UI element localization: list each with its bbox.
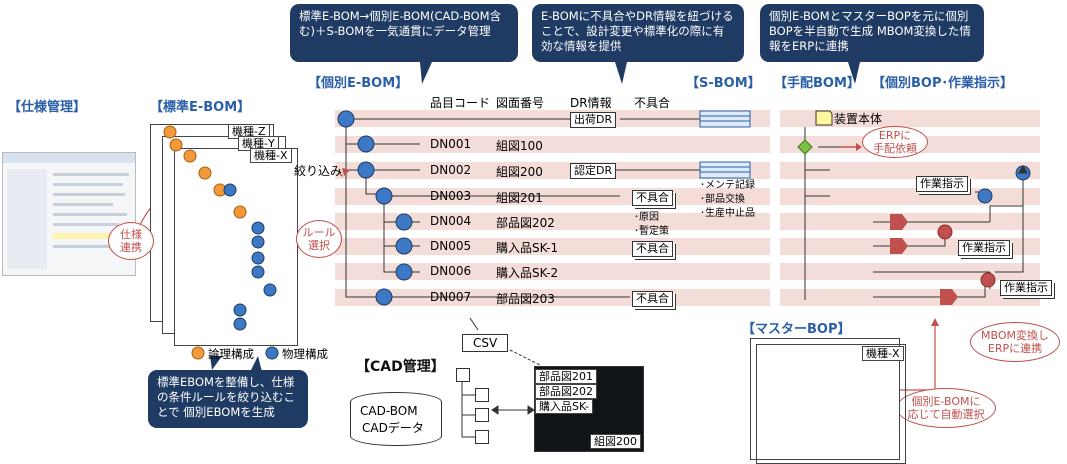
row-code-2: DN003	[430, 189, 472, 203]
csv-label: CSV	[462, 334, 509, 352]
legend-logical: 論理構成	[208, 347, 254, 361]
souchi-doc-icon	[815, 110, 833, 126]
cad-screen-item-0: 部品図201	[535, 369, 597, 384]
sbom-note-1: ･部品交換	[700, 194, 745, 205]
bop-nodes	[890, 165, 1031, 305]
tag-defect-2: 不具合	[632, 241, 673, 257]
bubble-rule-select: ルール 選択	[296, 220, 342, 258]
ebom-nodes	[337, 110, 413, 306]
row-drawing-5: 購入品SK-2	[496, 266, 559, 280]
callout-bom-management: 標準E-BOM→個別E-BOM(CAD-BOM含む)＋S-BOMを一気通貫にデー…	[290, 4, 518, 62]
cad-tree	[461, 382, 535, 438]
section-standard-ebom: 【標準E-BOM】	[150, 100, 251, 115]
header-dr-info: DR情報	[570, 96, 612, 110]
bubble-mbom-erp: MBOM変換し ERPに連携	[970, 322, 1060, 362]
tehai-lines	[804, 127, 990, 300]
tag-shipping-dr: 出荷DR	[570, 112, 617, 128]
bubble-erp-order: ERPに 手配依頼	[862, 126, 928, 158]
callout-bop-generation: 個別E-BOMとマスターBOPを元に個別BOPを半自動で生成 MBOM変換した情…	[760, 4, 984, 62]
card-label-x: 機種-X	[250, 148, 292, 163]
cad-cube-2	[475, 388, 489, 402]
row-code-3: DN004	[430, 214, 472, 228]
row-drawing-0: 組図100	[496, 139, 543, 153]
master-bop-card-label: 機種-X	[862, 346, 904, 361]
std-card-x	[174, 148, 298, 346]
cad-database	[350, 392, 442, 446]
tehai-diamond-icon	[797, 139, 813, 155]
tag-defect-3: 不具合	[632, 291, 673, 307]
row-drawing-2: 組図201	[496, 191, 543, 205]
bubble-spec-link: 仕様 連携	[108, 222, 154, 260]
header-drawing-no: 図面番号	[496, 96, 545, 110]
callout-std-ebom: 標準EBOMを整備し、仕様の条件ルールを絞り込むことで 個別EBOMを生成	[148, 370, 308, 428]
row-code-5: DN006	[430, 264, 472, 278]
cad-screen-item-1: 部品図202	[535, 384, 597, 399]
row-drawing-1: 組図200	[496, 165, 543, 179]
cad-screen: 部品図201 部品図202 購入品SK- 組図200	[534, 366, 644, 452]
tag-sagyo-3: 作業指示	[1000, 280, 1052, 296]
master-bop-card-front	[756, 344, 906, 464]
section-tehai-bom: 【手配BOM】	[774, 76, 860, 91]
cad-cube-3	[475, 408, 489, 422]
tag-defect-1: 不具合	[632, 190, 673, 206]
section-spec-management: 【仕様管理】	[8, 100, 87, 115]
section-sbom: 【S-BOM】	[686, 76, 761, 91]
header-item-code: 品目コード	[430, 96, 491, 110]
row-code-4: DN005	[430, 239, 472, 253]
label-souchi-honntai: 装置本体	[834, 112, 883, 126]
cad-cube-1	[456, 368, 470, 382]
spec-management-screenshot	[2, 152, 136, 276]
section-individual-ebom: 【個別E-BOM】	[308, 76, 409, 91]
sbom-note-2: ･生産中止品	[700, 208, 755, 219]
cad-db-label-2: CADデータ	[362, 421, 424, 435]
card-label-z: 機種-Z	[228, 124, 270, 139]
tag-cert-dr: 認定DR	[570, 163, 617, 179]
tag-sagyo-1: 作業指示	[916, 176, 968, 192]
row-code-0: DN001	[430, 137, 472, 151]
row-drawing-4: 購入品SK-1	[496, 241, 559, 255]
legend-physical: 物理構成	[282, 347, 328, 361]
label-shiborikomi: 絞り込み	[294, 164, 343, 178]
cause-note-1: ･暫定策	[634, 226, 669, 237]
cad-db-label-1: CAD-BOM	[360, 404, 418, 418]
cad-screen-footer: 組図200	[590, 434, 641, 449]
cad-cube-4	[475, 430, 489, 444]
section-cad-management: 【CAD管理】	[356, 359, 445, 375]
callout-dr-defect-info: E-BOMに不具合やDR情報を紐づけることで、設計変更や標準化の際に有効な情報を…	[532, 4, 744, 62]
cause-note-0: ･原因	[634, 212, 659, 223]
sbom-blocks	[699, 110, 751, 179]
row-drawing-3: 部品図202	[496, 216, 555, 230]
section-individual-bop: 【個別BOP･作業指示】	[872, 76, 1013, 91]
bubble-auto-select: 個別E-BOMに 応じて自動選択	[896, 388, 996, 428]
row-code-6: DN007	[430, 290, 472, 304]
sbom-note-0: ･メンテ記録	[700, 180, 755, 191]
cad-screen-item-2: 購入品SK-	[535, 399, 594, 414]
tag-sagyo-2: 作業指示	[958, 240, 1010, 256]
section-master-bop: 【マスターBOP】	[742, 322, 851, 337]
row-drawing-6: 部品図203	[496, 292, 555, 306]
header-defect: 不具合	[634, 96, 671, 110]
row-code-1: DN002	[430, 163, 472, 177]
